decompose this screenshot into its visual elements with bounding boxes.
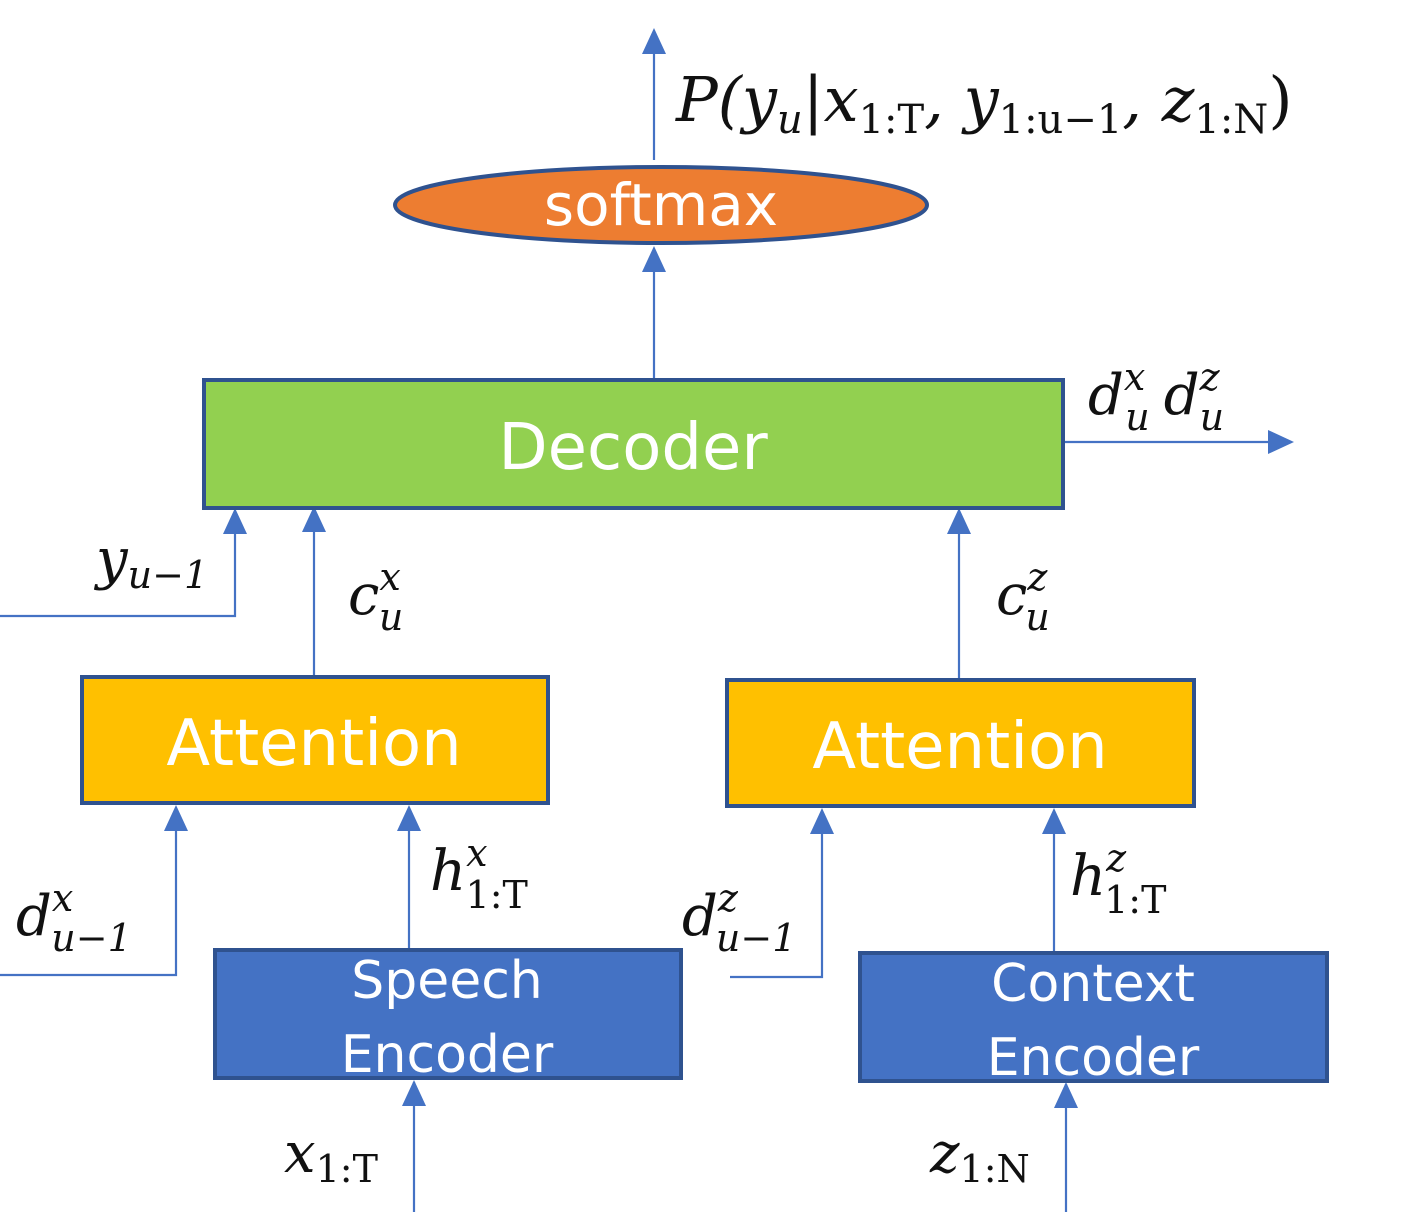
- arrowhead-d-z-prev: [810, 808, 834, 834]
- attention-context-label: Attention: [812, 710, 1107, 784]
- context-input-label: z1:N: [929, 1121, 1030, 1191]
- speech-input-label: x1:T: [284, 1121, 378, 1191]
- speech-encoder-block: [213, 948, 683, 1080]
- speech-encoder-label-line2: Encoder: [341, 1025, 554, 1085]
- attention-context-block: [725, 678, 1196, 808]
- wire-y-prev: [0, 512, 237, 618]
- softmax-node: [393, 165, 929, 245]
- arrowhead-h-x: [397, 805, 421, 831]
- attention-speech-label: Attention: [166, 707, 461, 781]
- arrowhead-c-z: [947, 508, 971, 534]
- arrowhead-decoder-state: [1268, 430, 1294, 454]
- output-probability-label: P(yu|x1:T, y1:u−1, z1:N): [675, 63, 1293, 143]
- arrowhead-z-input: [1054, 1082, 1078, 1108]
- context-encoder-label-line1: Context: [991, 954, 1195, 1014]
- arrowhead-d-x-prev: [164, 805, 188, 831]
- wire-d-z-prev: [730, 812, 824, 979]
- attention-speech-block: [80, 675, 550, 805]
- arrowhead-h-z: [1042, 808, 1066, 834]
- context-encoder-label-line2: Encoder: [987, 1028, 1200, 1088]
- arrowhead-c-x: [302, 506, 326, 532]
- arrowhead-y-prev: [223, 508, 247, 534]
- decoder-label: Decoder: [498, 411, 768, 485]
- softmax-label: softmax: [544, 171, 778, 239]
- arrowhead-x-input: [402, 1080, 426, 1106]
- wire-d-x-prev: [0, 808, 178, 977]
- speech-encoder-label-line1: Speech: [351, 951, 543, 1011]
- context-encoder-block: [858, 951, 1329, 1083]
- arrowhead-softmax: [642, 246, 666, 272]
- decoder-block: [202, 378, 1065, 510]
- y-prev-label: yu−1: [93, 527, 208, 597]
- arrowhead-output: [642, 28, 666, 54]
